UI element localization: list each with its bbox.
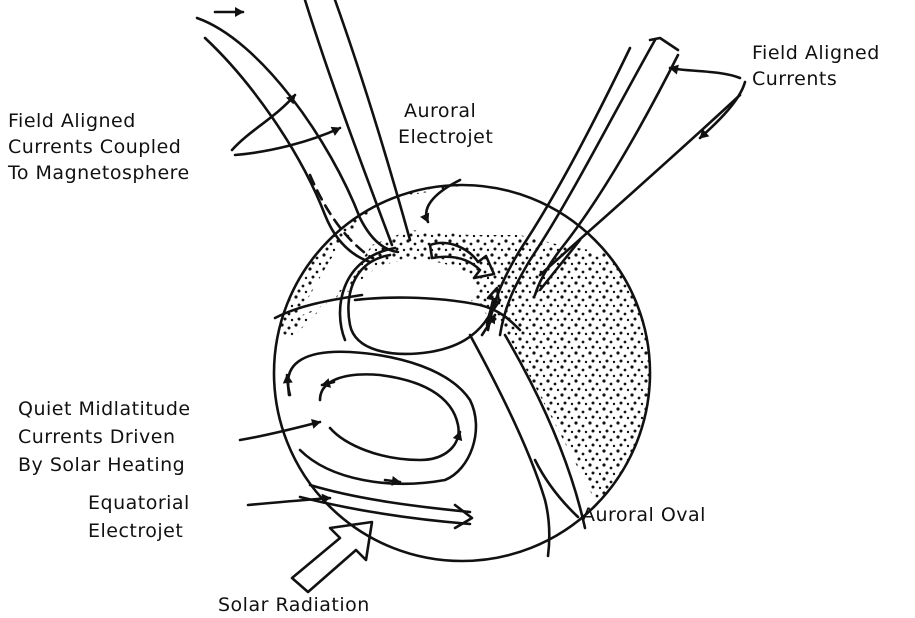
pointer-fac-1 [670,68,740,78]
midlatitude-inner-loop [320,374,459,460]
solar-radiation-arrow [292,522,372,592]
label-solar-radiation: Solar Radiation [218,592,370,618]
right-tube-outer-line [540,95,740,275]
label-quiet-midlatitude-1: Quiet Midlatitude [18,396,191,422]
label-equatorial-electrojet-1: Equatorial [88,490,190,516]
midlatitude-arrow-2 [322,382,334,385]
midlatitude-outer-loop [288,352,476,484]
label-equatorial-electrojet-2: Electrojet [88,518,183,544]
label-field-aligned-coupled-3: To Magnetosphere [8,160,190,186]
label-quiet-midlatitude-2: Currents Driven [18,424,176,450]
label-quiet-midlatitude-3: By Solar Heating [18,452,185,478]
label-auroral-electrojet-1: Auroral [404,98,476,124]
equatorial-line-1 [310,485,470,512]
label-field-aligned-currents-2: Currents [752,66,837,92]
stippled-polar-regions [260,150,690,510]
left-tube-outer [197,18,398,252]
label-field-aligned-coupled-2: Currents Coupled [8,134,181,160]
label-field-aligned-currents-1: Field Aligned [752,40,880,66]
midlatitude-arrow-4 [385,480,400,482]
label-field-aligned-coupled-1: Field Aligned [8,108,136,134]
label-auroral-oval: Auroral Oval [582,502,706,528]
label-auroral-electrojet-2: Electrojet [398,124,493,150]
